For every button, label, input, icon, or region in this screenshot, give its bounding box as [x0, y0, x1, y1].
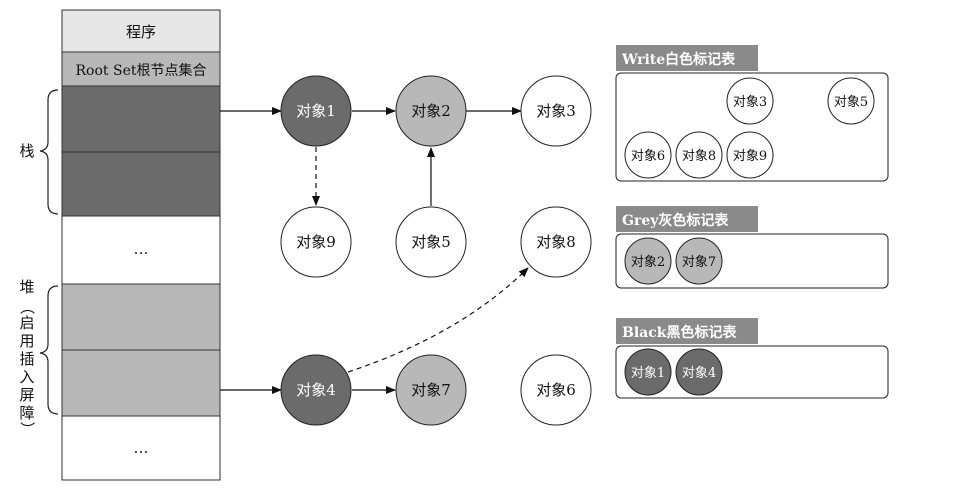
black-item-label: 对象1 [631, 366, 665, 381]
grey-mark-table: Grey灰色标记表 对象2 对象7 [615, 206, 889, 289]
heap-label-char: 用 [19, 332, 34, 350]
heap-label-char: 入 [19, 368, 34, 386]
white-item-obj5 [827, 77, 875, 125]
node-obj2-label: 对象2 [411, 102, 451, 120]
node-obj5-label: 对象5 [411, 233, 451, 251]
heap-brace [39, 285, 59, 415]
ellipsis-2: … [134, 439, 149, 457]
root-set-box [61, 51, 221, 87]
grey-item-label: 对象2 [631, 255, 665, 270]
empty-cell-1 [61, 215, 221, 285]
black-item-obj1 [624, 348, 672, 396]
black-table-header [616, 318, 758, 344]
heap-label-char: 屏 [19, 386, 34, 404]
edges [220, 107, 529, 394]
white-mark-table: Write白色标记表 对象3 对象5 对象6 对象8 对象9 [615, 45, 889, 182]
grey-item-obj2 [624, 237, 672, 285]
program-label: 程序 [126, 23, 156, 41]
node-obj9 [280, 206, 352, 278]
node-obj4 [280, 354, 352, 426]
white-item-label: 对象6 [631, 149, 665, 164]
node-obj9-label: 对象9 [296, 233, 336, 251]
empty-cell-2 [61, 415, 221, 481]
white-item-obj9 [726, 131, 774, 179]
heap-cell-2 [61, 349, 221, 417]
white-item-label: 对象5 [834, 95, 868, 110]
heap-cell-1 [61, 283, 221, 351]
white-item-obj8 [675, 131, 723, 179]
black-item-label: 对象4 [682, 366, 716, 381]
black-table-title: Black黑色标记表 [622, 324, 737, 341]
heap-label-char: ） [18, 421, 36, 436]
node-obj1-label: 对象1 [296, 102, 336, 120]
memory-column: 程序 Root Set根节点集合 … … [61, 9, 221, 481]
white-item-label: 对象3 [733, 95, 767, 110]
white-item-label: 对象9 [733, 149, 767, 164]
node-obj5 [395, 206, 467, 278]
node-obj3 [520, 75, 592, 147]
black-item-obj4 [675, 348, 723, 396]
heap-label-char: （ [18, 299, 36, 314]
stack-cell-2 [61, 151, 221, 217]
heap-label-char: 障 [19, 404, 34, 422]
ellipsis-1: … [134, 240, 149, 258]
white-item-obj6 [624, 131, 672, 179]
node-obj4-label: 对象4 [296, 381, 336, 399]
program-box [61, 9, 221, 53]
node-obj6-label: 对象6 [536, 381, 576, 399]
root-set-label: Root Set根节点集合 [76, 62, 207, 79]
black-mark-table: Black黑色标记表 对象1 对象4 [615, 318, 889, 399]
node-obj3-label: 对象3 [536, 102, 576, 120]
node-obj2 [395, 75, 467, 147]
stack-label: 栈 [19, 142, 34, 160]
white-table-title: Write白色标记表 [621, 51, 736, 68]
node-obj8-label: 对象8 [536, 233, 576, 251]
grey-item-label: 对象7 [682, 255, 716, 270]
nodes: 对象1 对象2 对象3 对象9 对象5 对象8 对象4 对象7 对象6 [280, 75, 592, 426]
grey-item-obj7 [675, 237, 723, 285]
node-obj7 [395, 354, 467, 426]
white-table-header [616, 45, 758, 71]
heap-label: 堆 （ 启 用 插 入 屏 障 ） [18, 278, 36, 437]
grey-table-header [616, 206, 758, 232]
node-obj8 [520, 206, 592, 278]
white-item-label: 对象8 [682, 149, 716, 164]
white-item-obj3 [726, 77, 774, 125]
stack-brace [39, 89, 59, 215]
node-obj6 [520, 354, 592, 426]
stack-cell-1 [61, 85, 221, 153]
heap-label-char: 插 [19, 350, 34, 368]
node-obj1 [280, 75, 352, 147]
heap-label-char: 启 [19, 314, 34, 332]
heap-label-char: 堆 [19, 278, 34, 296]
grey-table-title: Grey灰色标记表 [622, 212, 729, 229]
edge-obj4-to-obj8 [347, 267, 529, 373]
node-obj7-label: 对象7 [411, 381, 451, 399]
